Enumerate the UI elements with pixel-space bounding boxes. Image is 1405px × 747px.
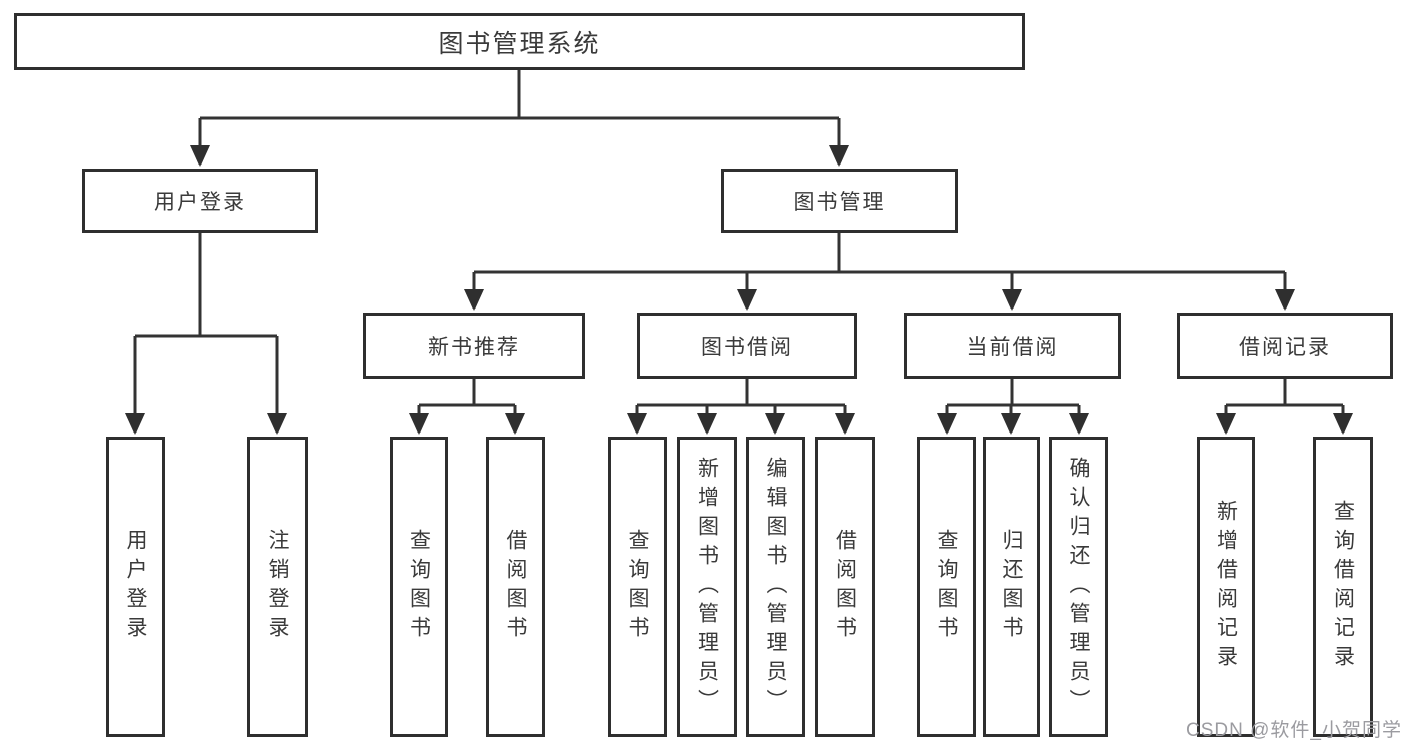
leaf-add-book-admin: 新增图书（管理员） [677, 437, 737, 737]
node-book-management: 图书管理 [721, 169, 958, 233]
leaf-borrow-books-2: 借阅图书 [815, 437, 875, 737]
leaf-logout: 注销登录 [247, 437, 308, 737]
leaf-confirm-return-admin: 确认归还（管理员） [1049, 437, 1108, 737]
leaf-add-borrow-record-label: 新增借阅记录 [1214, 500, 1238, 674]
leaf-query-books-1: 查询图书 [390, 437, 448, 737]
leaf-user-login-label: 用户登录 [124, 529, 147, 645]
node-library-management-system: 图书管理系统 [14, 13, 1025, 70]
leaf-logout-label: 注销登录 [266, 529, 289, 645]
leaf-query-books-3: 查询图书 [917, 437, 976, 737]
node-user-login: 用户登录 [82, 169, 318, 233]
leaf-query-books-2-label: 查询图书 [626, 529, 649, 645]
leaf-query-books-1-label: 查询图书 [407, 529, 431, 645]
leaf-return-book-label: 归还图书 [1000, 529, 1023, 645]
leaf-add-book-admin-label: 新增图书（管理员） [695, 456, 719, 718]
leaf-edit-book-admin: 编辑图书（管理员） [746, 437, 805, 737]
leaf-borrow-books-2-label: 借阅图书 [833, 529, 857, 645]
node-borrowing-records: 借阅记录 [1177, 313, 1393, 379]
node-new-book-recommendation: 新书推荐 [363, 313, 585, 379]
leaf-return-book: 归还图书 [983, 437, 1040, 737]
leaf-query-borrow-record: 查询借阅记录 [1313, 437, 1373, 737]
leaf-borrow-books-1-label: 借阅图书 [504, 529, 527, 645]
leaf-user-login: 用户登录 [106, 437, 165, 737]
leaf-confirm-return-admin-label: 确认归还（管理员） [1067, 456, 1090, 718]
node-current-borrowing: 当前借阅 [904, 313, 1121, 379]
leaf-query-borrow-record-label: 查询借阅记录 [1331, 500, 1355, 674]
leaf-query-books-3-label: 查询图书 [935, 529, 958, 645]
connector-arrows [125, 118, 1353, 435]
leaf-add-borrow-record: 新增借阅记录 [1197, 437, 1255, 737]
leaf-borrow-books-1: 借阅图书 [486, 437, 545, 737]
node-book-borrowing: 图书借阅 [637, 313, 857, 379]
csdn-watermark: CSDN @软件_小贺同学 [1186, 720, 1402, 741]
leaf-query-books-2: 查询图书 [608, 437, 667, 737]
leaf-edit-book-admin-label: 编辑图书（管理员） [764, 456, 787, 718]
